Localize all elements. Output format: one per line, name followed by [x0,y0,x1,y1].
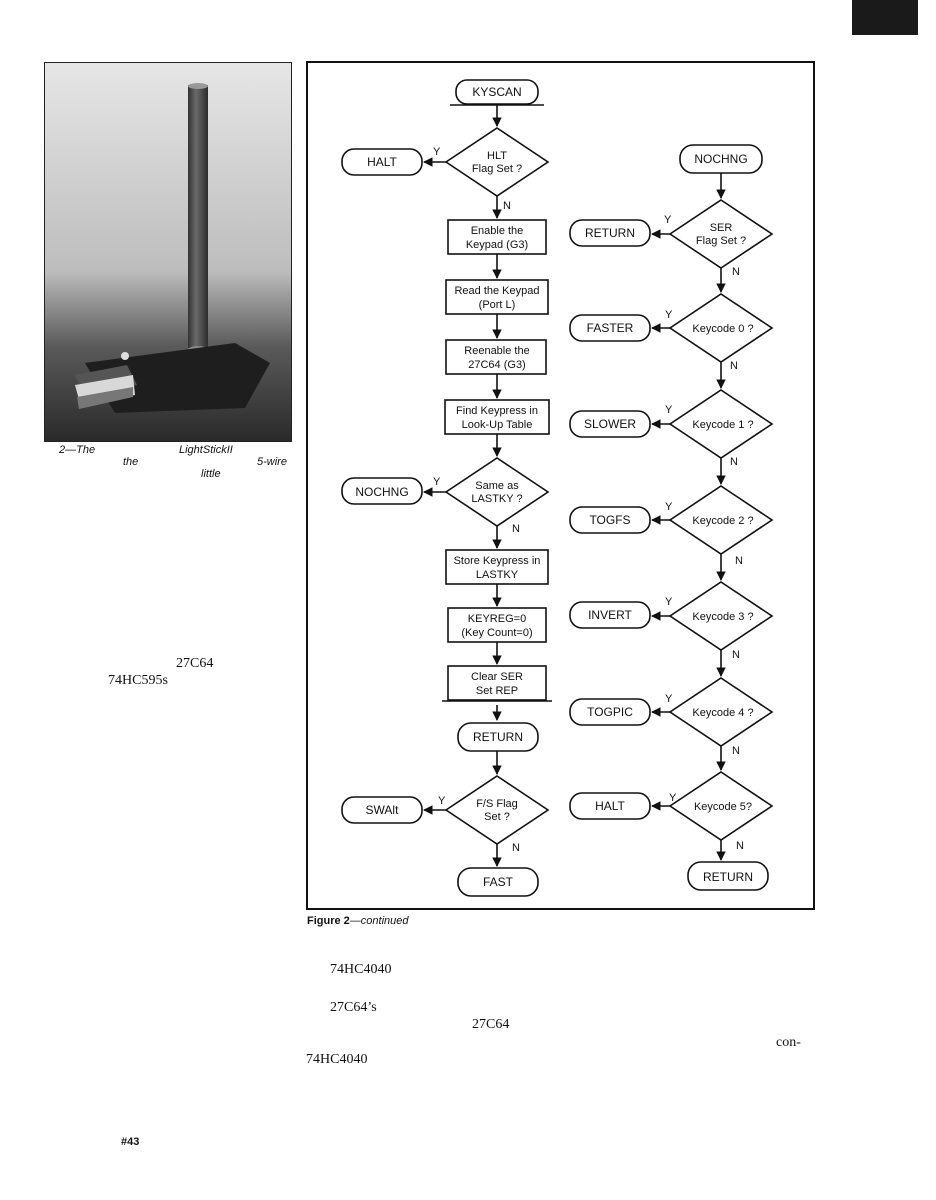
caption-fragment: LightStickII [179,444,233,456]
yes-label: Y [433,476,441,488]
terminal-slower: SLOWER [584,417,636,431]
page-number: #43 [121,1136,140,1148]
no-label: N [732,266,740,278]
yes-label: Y [433,146,441,158]
yes-label: Y [438,795,446,807]
terminal-return-final: RETURN [703,870,753,884]
product-photo [44,62,292,442]
process-clear-ser-line2: Set REP [476,685,518,697]
process-clear-ser-line1: Clear SER [471,671,523,683]
flowchart-figure: KYSCAN HLT Flag Set ? HALT Y N Enable th… [306,61,815,910]
decision-fs-line1: F/S Flag [476,798,518,810]
yes-label: Y [669,792,677,804]
no-label: N [512,523,520,535]
process-store-keypress-line1: Store Keypress in [454,555,541,567]
body-text-fragment: 74HC4040 [306,1052,368,1067]
yes-label: Y [665,309,673,321]
process-keyreg-line2: (Key Count=0) [461,627,532,639]
flowchart-start-kyscan: KYSCAN [472,85,521,99]
process-enable-keypad-line2: Keypad (G3) [466,239,528,251]
decision-ser-line2: Flag Set ? [696,235,746,247]
no-label: N [512,842,520,854]
yes-label: Y [665,596,673,608]
decision-hlt-line2: Flag Set ? [472,163,522,175]
decision-keycode-1: Keycode 1 ? [692,419,753,431]
caption-fragment: 5-wire [257,456,287,468]
process-reenable-line2: 27C64 (G3) [468,359,525,371]
decision-same-line1: Same as [475,480,519,492]
process-read-keypad-line1: Read the Keypad [454,285,539,297]
process-enable-keypad-line1: Enable the [471,225,524,237]
process-store-keypress-line2: LASTKY [476,569,519,581]
decision-keycode-4: Keycode 4 ? [692,707,753,719]
no-label: N [730,360,738,372]
body-text-fragment: 27C64 [176,656,214,671]
process-find-keypress-line1: Find Keypress in [456,405,538,417]
terminal-swait: SWAlt [366,803,400,817]
no-label: N [730,456,738,468]
body-text-fragment: 74HC595s [108,673,168,688]
yes-label: Y [665,501,673,513]
no-label: N [732,745,740,757]
terminal-fast: FAST [483,875,514,889]
figure-caption: Figure 2—continued [307,915,409,927]
process-reenable-line1: Reenable the [464,345,529,357]
no-label: N [735,555,743,567]
terminal-togpic: TOGPIC [587,705,633,719]
no-label: N [732,649,740,661]
terminal-return: RETURN [585,226,635,240]
figure-caption-rest: —continued [349,915,409,927]
caption-fragment: the [123,456,139,468]
no-label: N [736,840,744,852]
caption-fragment: little [201,468,221,480]
corner-tab-mark [852,0,918,35]
terminal-nochng: NOCHNG [355,485,408,499]
yes-label: Y [664,214,672,226]
decision-ser-line1: SER [710,222,733,234]
figure-label: Figure 2 [307,915,350,927]
process-keyreg-line1: KEYREG=0 [468,613,526,625]
body-text-fragment: 27C64’s [330,1000,377,1015]
decision-keycode-0: Keycode 0 ? [692,323,753,335]
decision-fs-line2: Set ? [484,811,510,823]
terminal-halt: HALT [595,799,625,813]
terminal-togfs: TOGFS [589,513,630,527]
process-find-keypress-line2: Look-Up Table [462,419,533,431]
decision-hlt-line1: HLT [487,150,507,162]
terminal-halt: HALT [367,155,397,169]
caption-fragment: 2—The [59,444,96,456]
decision-same-line2: LASTKY ? [471,493,522,505]
decision-keycode-2: Keycode 2 ? [692,515,753,527]
yes-label: Y [665,404,673,416]
body-text-fragment: con- [776,1035,801,1050]
no-label: N [503,200,511,212]
decision-keycode-5: Keycode 5? [694,801,752,813]
decision-keycode-3: Keycode 3 ? [692,611,753,623]
body-text-fragment: 74HC4040 [330,962,392,977]
terminal-return: RETURN [473,730,523,744]
body-text-fragment: 27C64 [472,1017,510,1032]
terminal-invert: INVERT [588,608,632,622]
terminal-faster: FASTER [587,321,634,335]
flowchart-start-nochng: NOCHNG [694,152,747,166]
yes-label: Y [665,693,673,705]
process-read-keypad-line2: (Port L) [479,299,516,311]
